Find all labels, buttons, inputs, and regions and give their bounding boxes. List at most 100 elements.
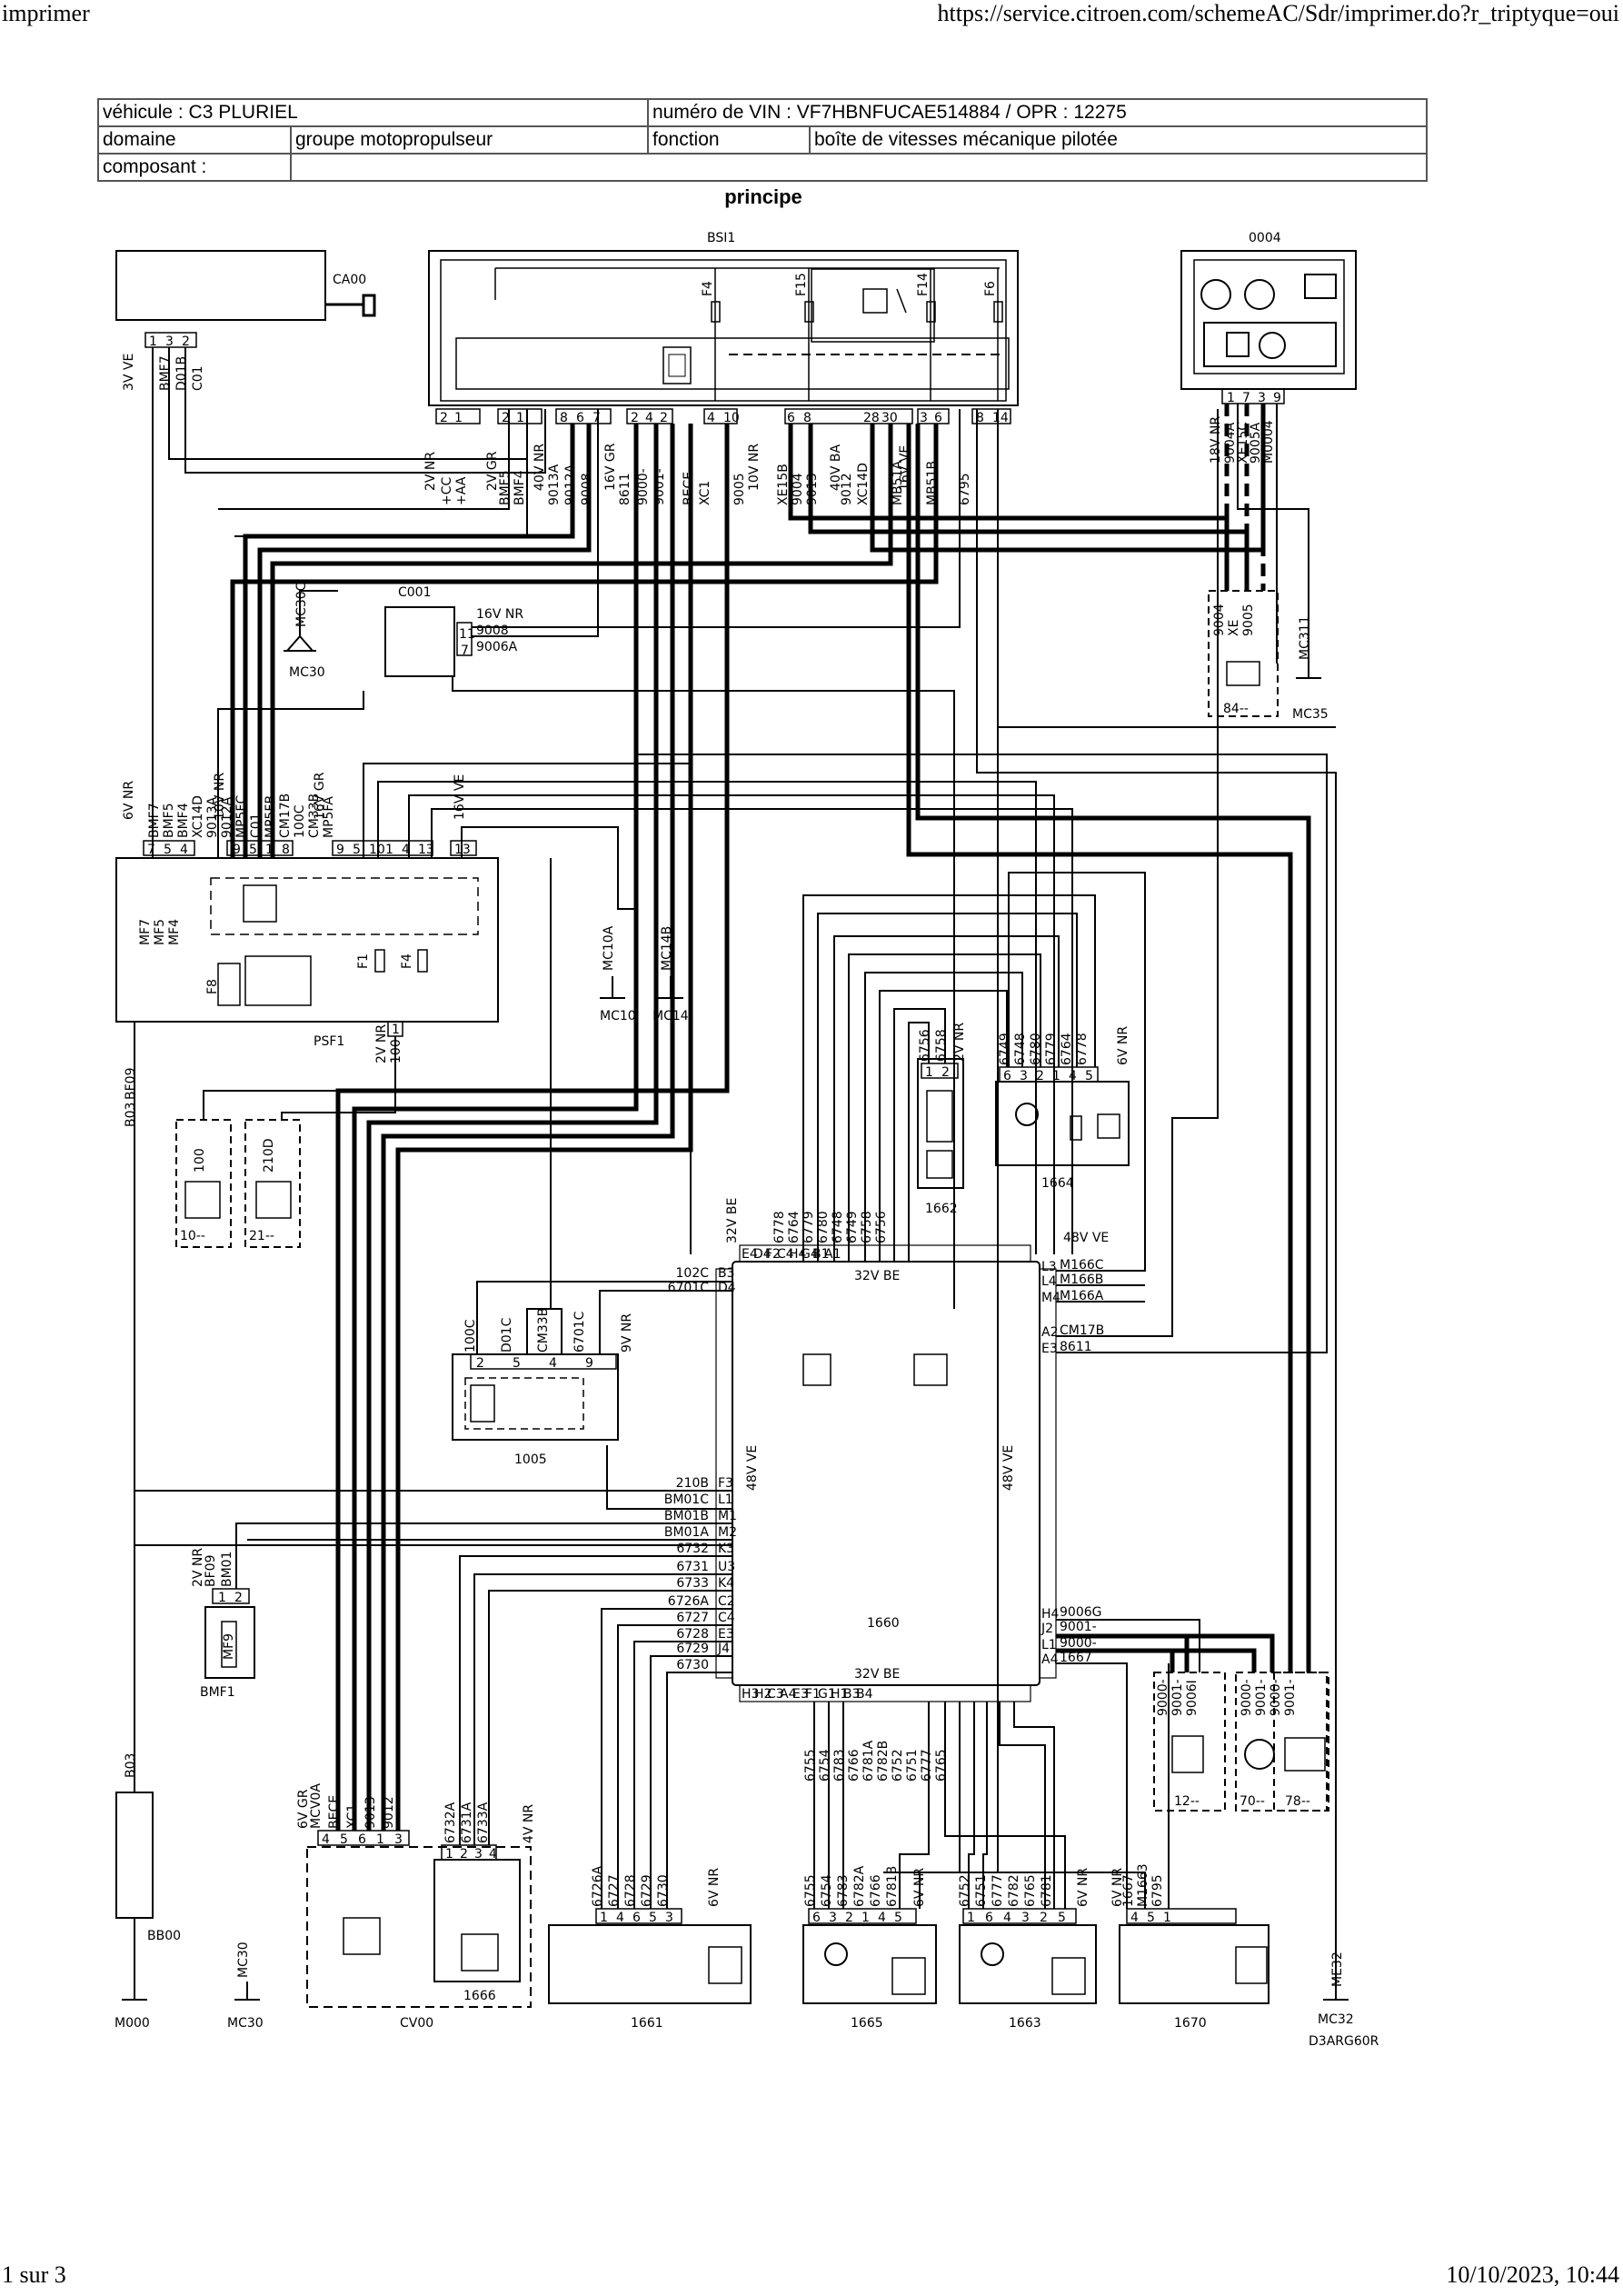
ground-symbols bbox=[122, 635, 1349, 2001]
psf1-wires-12: MP5FA bbox=[322, 796, 336, 838]
c1660-top_wires-7: 6756 bbox=[874, 1211, 889, 1243]
c1663-wires-3: 6782 bbox=[1007, 1874, 1021, 1907]
c1660-conn-right-top: 48V VE bbox=[1063, 1231, 1109, 1245]
c70-wires-0: 9000- bbox=[1240, 1679, 1254, 1716]
c12-wires-0: 9000- bbox=[1156, 1679, 1170, 1716]
c1661-box bbox=[548, 1908, 752, 2004]
bsi-wire-12: 9005 bbox=[732, 473, 747, 505]
c1660-lb-pin-7: C2 bbox=[718, 1594, 735, 1609]
c1670-label: 1670 bbox=[1174, 2016, 1207, 2031]
bsi-wire-1: +AA bbox=[454, 476, 469, 505]
c1660-bottom_pins-7: H1 bbox=[831, 1687, 848, 1702]
c1665-label: 1665 bbox=[851, 2016, 883, 2031]
bsi-pin-12: 6 bbox=[787, 411, 795, 425]
c1005-pins-3: 9 bbox=[585, 1356, 593, 1371]
print-footer-datetime: 10/10/2023, 10:44 bbox=[1446, 2261, 1619, 2288]
c001-box bbox=[384, 606, 473, 677]
print-header-url: https://service.citroen.com/schemeAC/Sdr… bbox=[937, 0, 1619, 26]
c1660-conn-left: 48V VE bbox=[745, 1445, 760, 1491]
c1660-top_wires-5: 6749 bbox=[845, 1211, 860, 1243]
function-label: fonction bbox=[647, 125, 811, 155]
c1005-label: 1005 bbox=[514, 1452, 547, 1467]
c1663-label: 1663 bbox=[1009, 2016, 1041, 2031]
c1660-bottom_wires-9: 6765 bbox=[934, 1749, 949, 1782]
mc35-label: MC35 bbox=[1292, 707, 1329, 722]
bsi-pin-2: 2 bbox=[502, 411, 510, 425]
c1661-connector-ref: 6V NR bbox=[707, 1868, 722, 1907]
c1670-box bbox=[1119, 1908, 1270, 2004]
c1660-rb-wire-0: 9006G bbox=[1060, 1605, 1101, 1620]
psf1-pin-10: 1 bbox=[385, 843, 393, 857]
psf1-pin-6: 8 bbox=[282, 843, 290, 857]
psf1-pin-5: 1 bbox=[265, 843, 274, 857]
c1660-bottom_wires-7: 6751 bbox=[905, 1749, 920, 1782]
c1666-label: 1666 bbox=[463, 1989, 496, 2003]
c1660-right_top_pins-0: L3 bbox=[1041, 1260, 1057, 1274]
c1663-pins-1: 6 bbox=[985, 1911, 993, 1925]
bb00-battery bbox=[115, 1782, 154, 1991]
mc30-label: MC30 bbox=[289, 665, 325, 680]
c0004-pins-0: 1 bbox=[1227, 391, 1235, 405]
c1660-conn-top-inner: 32V BE bbox=[854, 1269, 900, 1283]
c1665-pins-0: 6 bbox=[812, 1911, 821, 1925]
c1660-rb-wire-3: 1667 bbox=[1060, 1651, 1092, 1665]
bsi-wire-13: XE15B bbox=[776, 464, 791, 505]
mc30c-wire: MC30C bbox=[294, 582, 309, 627]
c0004-pins-1: 7 bbox=[1242, 391, 1250, 405]
c1005-pins-2: 4 bbox=[549, 1356, 557, 1371]
c1660-top_wires-2: 6779 bbox=[802, 1211, 816, 1243]
c1666-wires-1: 6731A bbox=[460, 1802, 474, 1843]
bsi-pin-18: 8 bbox=[976, 411, 984, 425]
c1660-top_wires-4: 6748 bbox=[831, 1211, 845, 1243]
bsi-fuses bbox=[711, 268, 1003, 401]
c1665-wires-3: 6782A bbox=[852, 1865, 867, 1907]
mc30b-label: MC30 bbox=[227, 2016, 264, 2031]
bsi-label: BSI1 bbox=[707, 231, 735, 245]
bsi-fuse-f4: F4 bbox=[701, 281, 715, 296]
me32-wire: ME32 bbox=[1330, 1952, 1345, 1987]
c1660-rt-wire-4: 8611 bbox=[1060, 1340, 1092, 1354]
c1660-lb-pin-8: C4 bbox=[718, 1611, 735, 1625]
c1665-pins-1: 3 bbox=[829, 1911, 837, 1925]
ca00-pins-0: 1 bbox=[149, 334, 157, 349]
bsi-conn1: 2V NR bbox=[423, 452, 438, 491]
bmf1-wires-1: BM01 bbox=[220, 1552, 234, 1588]
psf1-conn2: 10V NR bbox=[213, 773, 227, 820]
psf1-wires-0: BMF7 bbox=[147, 803, 162, 838]
ca00-pins-1: 3 bbox=[165, 334, 174, 349]
c1665-wires-1: 6754 bbox=[820, 1874, 834, 1907]
c1660-left_top_pins-1: D4 bbox=[718, 1281, 736, 1295]
b03-wire: B03 bbox=[124, 1103, 138, 1127]
bsi-box bbox=[428, 250, 1019, 406]
c001-label: C001 bbox=[398, 585, 432, 600]
c1664-box bbox=[995, 1066, 1130, 1166]
c1660-lb-pin-2: M1 bbox=[718, 1509, 737, 1523]
c1664-pins-5: 5 bbox=[1085, 1069, 1093, 1083]
c1663-wires-1: 6751 bbox=[974, 1874, 989, 1907]
c1664-pins-1: 3 bbox=[1020, 1069, 1028, 1083]
bsi-wire-19: MB51B bbox=[925, 461, 940, 505]
c1660-right_top_pins-1: L4 bbox=[1041, 1274, 1057, 1289]
c1665-pins-2: 2 bbox=[845, 1911, 853, 1925]
psf1-wires-10: 100C bbox=[293, 804, 307, 838]
bmf1-connector-ref: 2V NR bbox=[191, 1548, 205, 1587]
psf1-fuse-2: MF4 bbox=[167, 919, 182, 945]
c1661-wires-2: 6728 bbox=[623, 1874, 638, 1907]
ca00-label: CA00 bbox=[333, 273, 366, 287]
c1005-pins-0: 2 bbox=[476, 1356, 484, 1371]
bsi-pin-17: 6 bbox=[934, 411, 942, 425]
c1664-wires-2: 6780 bbox=[1029, 1033, 1043, 1065]
cv00-pins-3: 1 bbox=[376, 1832, 384, 1847]
c1005-pins-1: 5 bbox=[513, 1356, 521, 1371]
c1662-label: 1662 bbox=[925, 1202, 958, 1216]
c84-label: 84-- bbox=[1223, 702, 1249, 716]
psf1-wires-5: 9012A bbox=[220, 796, 234, 838]
ground-labels: MC30 MC10 MC14 MC35 M000 MC30 MC32 bbox=[115, 665, 1354, 2031]
c1670-pins-0: 4 bbox=[1130, 1911, 1139, 1925]
c1662-box bbox=[917, 1058, 964, 1189]
bsi-wire-7: 8611 bbox=[618, 473, 632, 505]
c1663-pins-4: 2 bbox=[1040, 1911, 1048, 1925]
c0004-pins-3: 9 bbox=[1273, 391, 1281, 405]
